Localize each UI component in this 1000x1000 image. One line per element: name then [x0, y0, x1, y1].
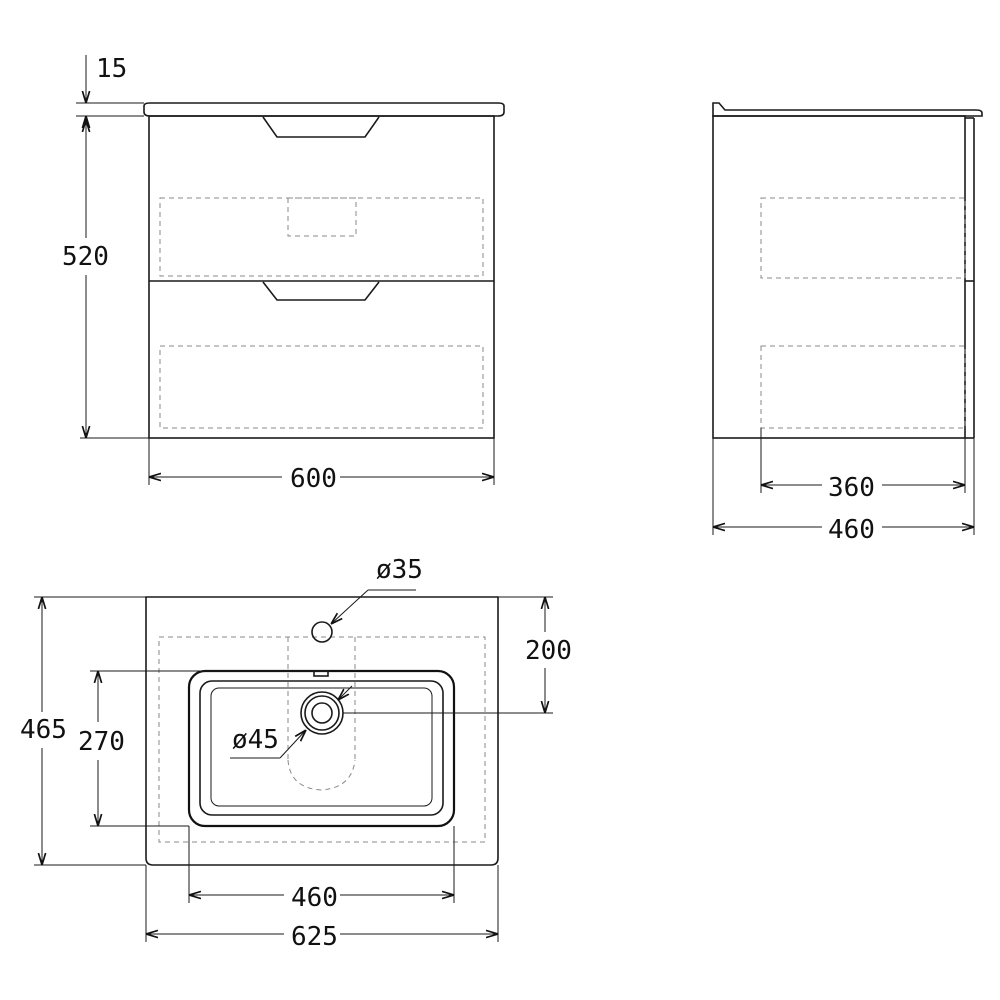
- basin-inner-bowl-floor: [210, 687, 433, 807]
- dim-35-leader: [331, 589, 369, 624]
- top-hidden-siphon-curve: [287, 759, 356, 791]
- dim-label-45: ø45: [232, 725, 279, 755]
- front-handle-top: [262, 116, 380, 138]
- basin-inner-bowl: [199, 680, 444, 816]
- front-view: 15 520 600: [62, 54, 505, 494]
- front-countertop: [143, 102, 505, 117]
- dim-label-520: 520: [62, 242, 109, 272]
- side-hidden-drawer-lower: [760, 345, 966, 429]
- front-hidden-drawer-lower: [159, 345, 484, 429]
- dim-label-360: 360: [828, 473, 875, 503]
- dim-label-15: 15: [96, 54, 127, 84]
- dim-45-leader-lower: [279, 730, 306, 759]
- dim-label-460-basin: 460: [291, 883, 338, 913]
- top-hidden-cabinet: [158, 636, 486, 843]
- side-hidden-drawer-upper: [760, 197, 966, 279]
- front-hidden-siphon-cutout: [287, 197, 357, 237]
- basin-outer-rim: [187, 669, 456, 828]
- drain-inner: [311, 702, 333, 724]
- dim-label-200: 200: [525, 636, 572, 666]
- top-view: ø35 ø45 200 270 465 460 6: [20, 555, 572, 952]
- basin-overflow: [313, 670, 329, 677]
- dim-label-460-side: 460: [828, 515, 875, 545]
- dim-label-625: 625: [291, 922, 338, 952]
- side-view: 360 460: [712, 102, 983, 545]
- drain-middle: [304, 695, 340, 731]
- dim-label-600: 600: [290, 464, 337, 494]
- tap-hole: [311, 621, 333, 643]
- drain-outer: [300, 691, 344, 735]
- dim-label-465: 465: [20, 715, 67, 745]
- side-countertop: [712, 102, 983, 117]
- dim-label-270: 270: [78, 727, 125, 757]
- dim-label-35: ø35: [376, 555, 423, 585]
- front-cabinet-body: [148, 115, 495, 439]
- front-hidden-drawer-upper: [159, 197, 484, 277]
- front-handle-bottom: [262, 281, 380, 301]
- dim-45-leader-upper: [338, 685, 353, 700]
- side-cabinet-body: [712, 115, 966, 439]
- top-countertop-outline: [145, 596, 499, 866]
